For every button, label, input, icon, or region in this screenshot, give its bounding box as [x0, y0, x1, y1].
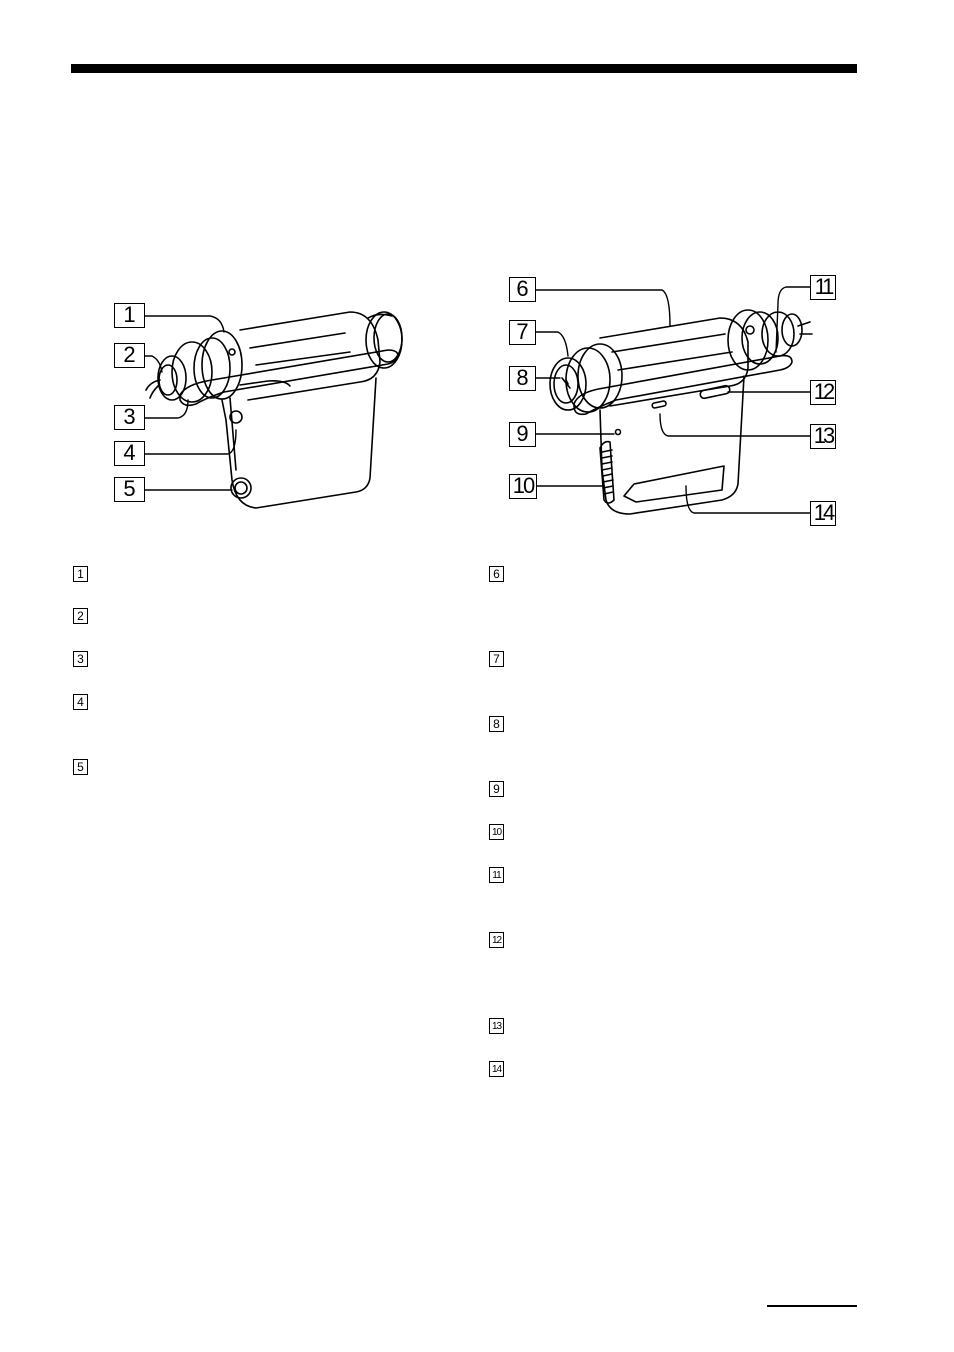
device-front-illustration: [145, 311, 403, 509]
list-marker-13: 13: [489, 1018, 504, 1034]
list-marker-8: 8: [489, 716, 504, 732]
list-marker-10: 10: [489, 824, 504, 840]
callout-2: 2: [114, 343, 145, 368]
callout-12: 12: [810, 380, 836, 405]
callout-13: 13: [810, 424, 836, 449]
device-back-illustration: [549, 309, 813, 515]
list-marker-7: 7: [489, 651, 504, 667]
list-marker-11: 11: [489, 867, 504, 883]
callout-14: 14: [810, 501, 836, 526]
callout-4: 4: [114, 441, 145, 466]
list-marker-2: 2: [73, 608, 88, 624]
callout-10: 10: [509, 474, 537, 499]
callout-1: 1: [114, 303, 145, 328]
callout-7: 7: [509, 320, 536, 345]
list-marker-1: 1: [73, 566, 88, 582]
list-marker-6: 6: [489, 566, 504, 582]
callout-5: 5: [114, 477, 145, 502]
list-marker-3: 3: [73, 651, 88, 667]
list-marker-12: 12: [489, 932, 504, 948]
callout-11: 11: [810, 275, 836, 300]
list-marker-9: 9: [489, 781, 504, 797]
bottom-rule: [767, 1305, 857, 1307]
callout-8: 8: [509, 366, 536, 391]
callout-6: 6: [509, 277, 536, 302]
device-illustrations: [144, 286, 813, 515]
top-rule: [71, 64, 857, 73]
list-marker-4: 4: [73, 694, 88, 710]
list-marker-14: 14: [489, 1061, 504, 1077]
callout-3: 3: [114, 405, 145, 430]
callout-9: 9: [509, 422, 536, 447]
list-marker-5: 5: [73, 759, 88, 775]
